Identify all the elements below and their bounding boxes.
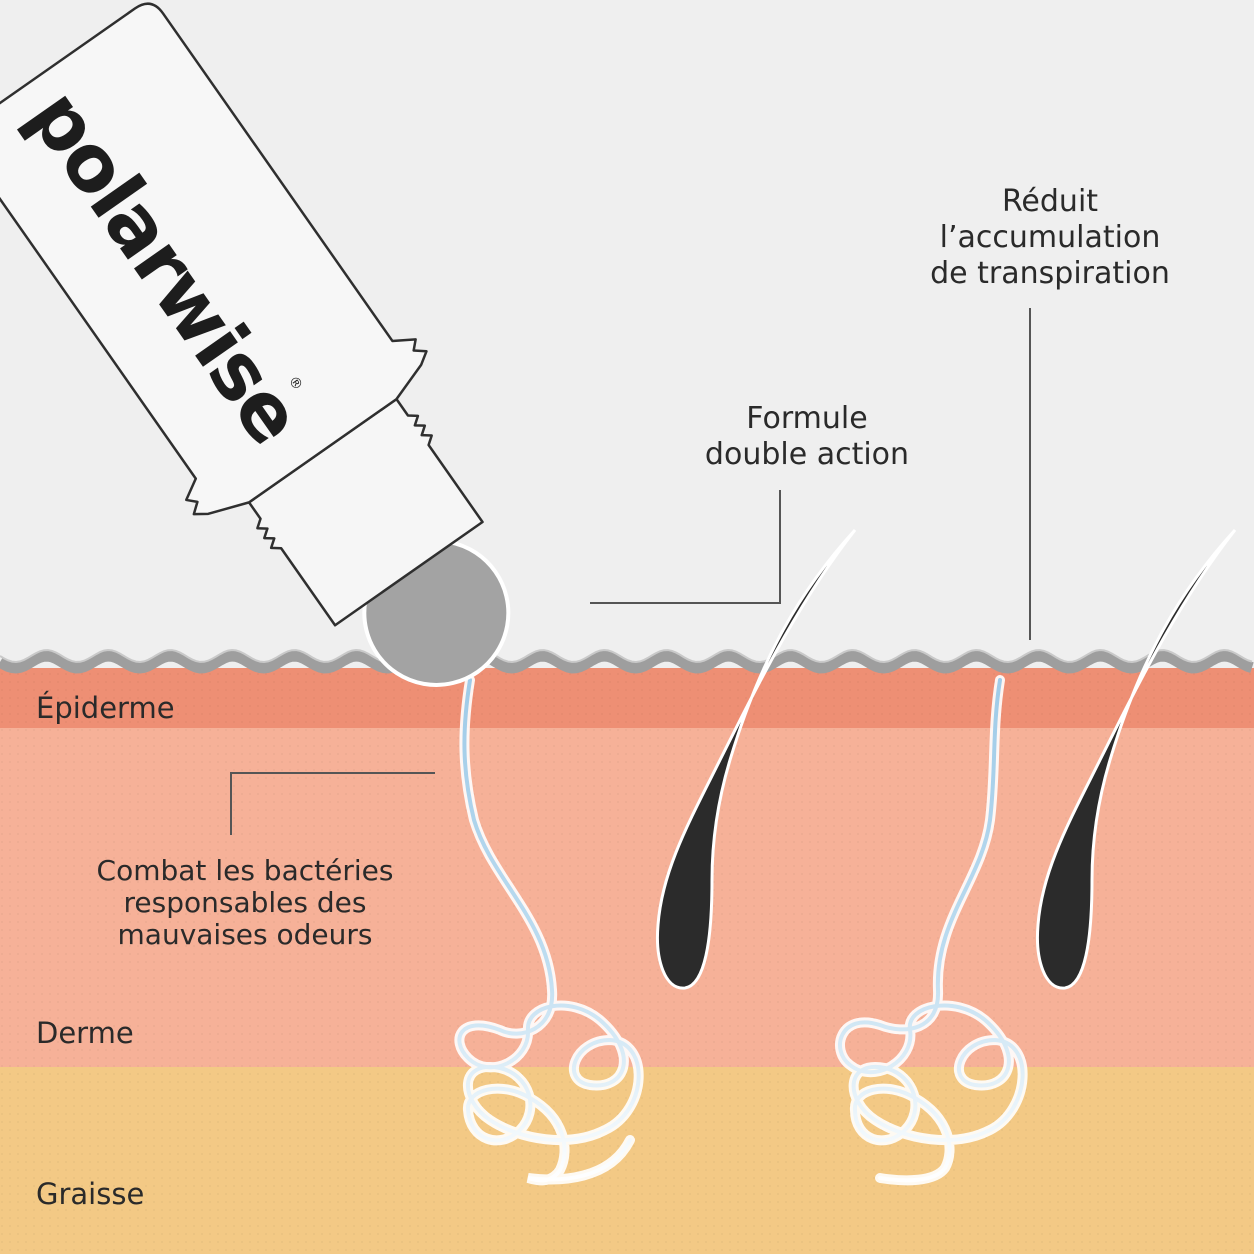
skin-surface-highlight [0,649,1253,663]
sweat-callout-line: Réduit [1001,184,1099,219]
sweat-gland-icon [454,675,644,1186]
sweat-callout-line: de transpiration [930,256,1170,291]
sweat-callout: Réduit l’accumulation de transpiration [905,184,1195,292]
sweat-callout-line: l’accumulation [939,220,1161,255]
skin-surface [0,650,1254,674]
formula-callout-line: Formule [746,401,868,436]
dermis-label: Derme [36,1016,134,1050]
bacteria-callout-line: responsables des [123,886,367,919]
formula-callout: Formule double action [676,401,938,473]
formula-leader-line [590,490,781,604]
fat-label: Graisse [36,1177,145,1211]
bacteria-leader-line [230,772,435,835]
epidermis-label: Épiderme [36,691,175,725]
formula-callout-line: double action [704,437,910,472]
bacteria-callout-line: mauvaises odeurs [117,918,373,951]
sweat-gland-icon [835,675,1028,1186]
bacteria-callout: Combat les bactéries responsables des ma… [70,855,420,951]
hair-follicle-icon [655,528,857,990]
bacteria-callout-line: Combat les bactéries [96,854,394,887]
hair-follicle-icon [1035,528,1237,990]
